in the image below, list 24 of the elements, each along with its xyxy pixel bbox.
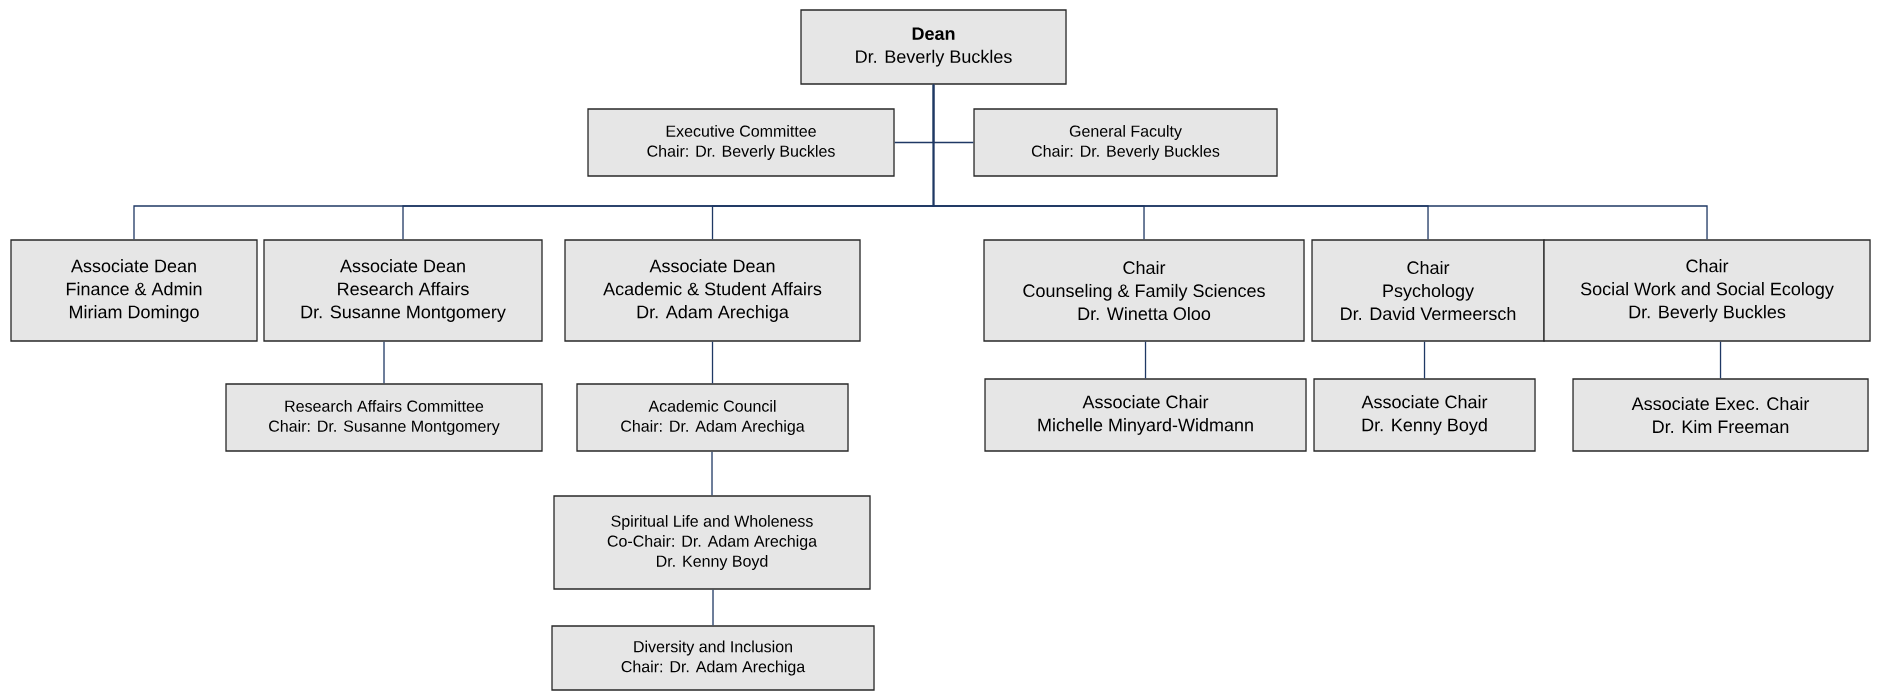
connector-line (711, 341, 714, 384)
org-box: Associate Dean Academic & Student Affairs Dr. Adam Arechiga (564, 239, 861, 342)
org-box: Diversity and Inclusion Chair: Dr. Adam Arechiga (551, 625, 875, 691)
org-box: Associate Dean Finance & Admin Miriam Domingo (10, 239, 258, 342)
connector-line (711, 451, 713, 496)
connector-line (383, 341, 385, 384)
org-box: Associate Exec. Chair Dr. Kim Freeman (1572, 378, 1869, 452)
org-box: Associate Chair Dr. Kenny Boyd (1313, 378, 1536, 452)
org-box: Associate Chair Michelle Minyard-Widmann (984, 378, 1307, 452)
connector-line (1423, 341, 1426, 379)
connector-line (712, 589, 714, 626)
org-box: Research Affairs Committee Chair: Dr. Susanne Montgomery (225, 383, 543, 452)
connector-line (1144, 341, 1147, 379)
org-box: Spiritual Life and Wholeness Co-Chair: Dr. Adam Arechiga Dr. Kenny Boyd (553, 495, 871, 590)
org-box: Associate Dean Research Affairs Dr. Susanne Montgomery (263, 239, 543, 342)
org-box: Dean Dr. Beverly Buckles (800, 9, 1067, 85)
org-box: General Faculty Chair: Dr. Beverly Buckles (973, 108, 1278, 177)
org-box: Chair Social Work and Social Ecology Dr. Beverly Buckles (1543, 239, 1871, 342)
org-box: Academic Council Chair: Dr. Adam Arechiga (576, 383, 849, 452)
org-box: Executive Committee Chair: Dr. Beverly Buckles (587, 108, 895, 177)
connector-line (1719, 341, 1722, 379)
connector-line (932, 84, 1708, 240)
org-box: Chair Counseling & Family Sciences Dr. Winetta Oloo (983, 239, 1305, 342)
org-box: Chair Psychology Dr. David Vermeersch (1311, 239, 1545, 342)
